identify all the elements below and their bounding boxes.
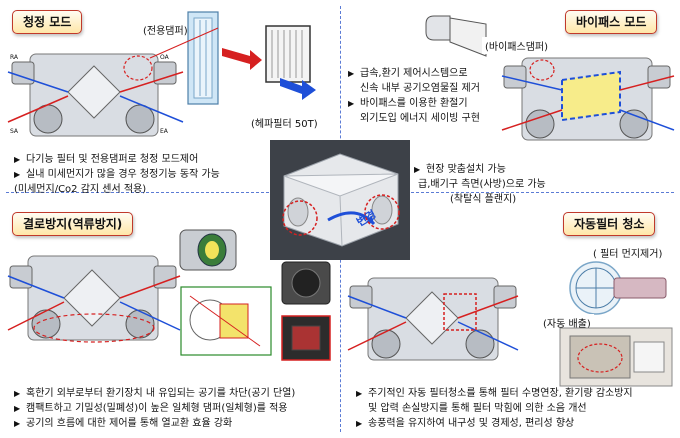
clean-mode-unit-diagram	[7, 53, 184, 137]
fan-and-damper-photos	[281, 261, 331, 361]
clean-bullet-2-cont: (미세먼지/Co2 감지 센서 적용)	[14, 184, 147, 195]
auto-clean-bullet-1-cont: 및 압력 손실방지를 통해 필터 막힘에 의한 소음 개선	[368, 403, 587, 414]
hepa-filter-callout: (헤파필터 50T)	[248, 114, 321, 131]
bypass-bullet-1: 급속,환기 제어시스템으로	[348, 66, 480, 81]
bypass-bullet-2: 바이패스를 이용한 환절기	[348, 96, 480, 111]
bypass-bullet-1-cont: 신속 내부 공기오염물질 제거	[360, 83, 480, 94]
clean-bullet-2: 실내 미세먼지가 많을 경우 청정기능 동작 가능	[14, 167, 220, 182]
center-bullets: 현장 맞춤설치 가능 급,배기구 측면(사방)으로 가능 (착탈식 플랜지)	[414, 162, 546, 207]
bypass-damper-callout: (바이패스댐퍼)	[482, 37, 552, 54]
bypass-mode-bullets: 급속,환기 제어시스템으로 신속 내부 공기오염물질 제거 바이패스를 이용한 …	[348, 66, 480, 126]
bypass-damper-illustration	[425, 15, 487, 57]
auto-clean-unit-diagram	[347, 277, 519, 361]
discharge-photo	[559, 327, 673, 387]
port-label-ea: EA	[160, 128, 168, 135]
condensation-bullet-3: 공기의 흐름에 대한 제어를 통해 열교환 효율 강화	[14, 416, 295, 431]
port-label-ra: RA	[10, 54, 19, 61]
arrow-right-red-icon	[222, 48, 262, 70]
clean-bullet-1: 다기능 필터 및 전용댐퍼로 청정 모드제어	[14, 152, 220, 167]
condensation-bullet-1: 혹한기 외부로부터 환기장치 내 유입되는 공기를 차단(공기 단열)	[14, 386, 295, 401]
filter-dust-removal-illustration	[569, 261, 667, 315]
integrated-damper-illustration	[179, 229, 237, 271]
auto-discharge-callout: (자동 배출)	[540, 314, 594, 331]
center-bullet-1: 현장 맞춤설치 가능	[414, 162, 546, 177]
clean-mode-bullets: 다기능 필터 및 전용댐퍼로 청정 모드제어 실내 미세먼지가 많을 경우 청정…	[14, 152, 220, 197]
bypass-mode-badge: 바이패스 모드	[565, 10, 658, 34]
damper-drawing-illustration	[180, 286, 272, 356]
dedicated-damper-callout: (전용댐퍼)	[140, 21, 191, 38]
condensation-bullet-2: 캠팩트하고 기밀성(밀폐성)이 높은 일체형 댐퍼(일체형)를 적용	[14, 401, 295, 416]
bypass-bullet-2-cont: 외기도입 에너지 세이빙 구현	[360, 113, 480, 124]
center-line-3: (착탈식 플랜지)	[450, 194, 517, 205]
auto-clean-bullets: 주기적인 자동 필터청소를 통해 필터 수명연장, 환기량 감소방지 및 압력 …	[356, 386, 633, 431]
port-label-oa: OA	[160, 54, 169, 61]
damper-and-hepa-illustration	[149, 11, 316, 105]
port-label-sa: SA	[10, 128, 19, 135]
auto-clean-bullet-1: 주기적인 자동 필터청소를 통해 필터 수명연장, 환기량 감소방지	[356, 386, 633, 401]
auto-clean-bullet-2: 송풍력을 유지하여 내구성 및 경제성, 편리성 향상	[356, 416, 633, 431]
center-unit-photo	[270, 140, 410, 260]
auto-filter-badge: 자동필터 청소	[563, 212, 656, 236]
filter-dust-callout: ( 필터 먼지제거)	[590, 244, 666, 261]
bypass-mode-unit-diagram	[501, 57, 675, 141]
condensation-unit-diagram	[7, 255, 181, 343]
center-line-2: 급,배기구 측면(사방)으로 가능	[418, 179, 546, 190]
condensation-badge: 결로방지(역류방지)	[12, 212, 134, 236]
condensation-bullets: 혹한기 외부로부터 환기장치 내 유입되는 공기를 차단(공기 단열) 캠팩트하…	[14, 386, 295, 431]
arrow-right-blue-icon	[280, 78, 316, 100]
clean-mode-badge: 청정 모드	[12, 10, 83, 34]
